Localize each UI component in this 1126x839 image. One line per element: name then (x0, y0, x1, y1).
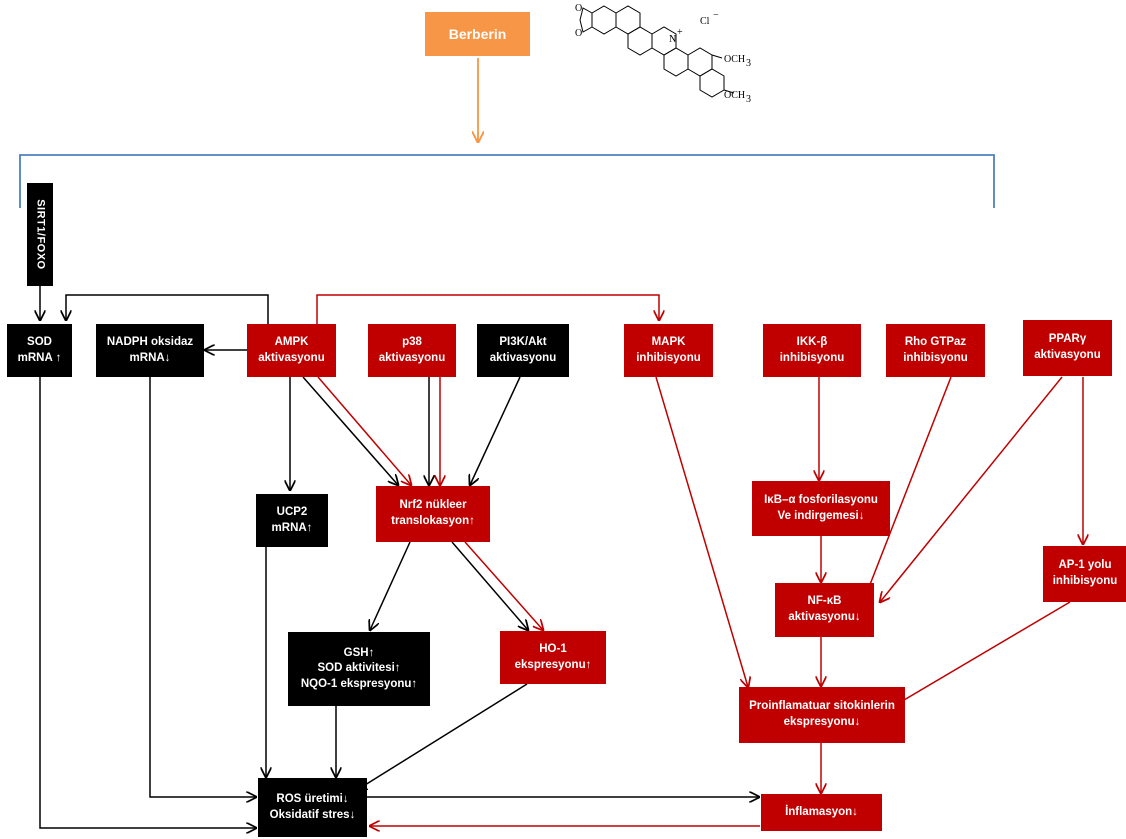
sod-mrna-node: SOD mRNA ↑ (7, 324, 72, 377)
ikk-beta-node: IKK-β inhibisyonu (763, 324, 861, 377)
arrow-ho1-to-ros (357, 683, 528, 790)
node-label-line: NADPH oksidaz (106, 335, 194, 348)
ucp2-node: UCP2 mRNA↑ (256, 494, 328, 547)
arrow-nrf2-to-ho1 (451, 541, 528, 630)
mapk-node: MAPK inhibisyonu (624, 324, 713, 377)
node-label-line: UCP2 (276, 505, 308, 518)
node-label-line: IKK-β (796, 335, 828, 348)
nadph-oksidaz-node: NADPH oksidaz mRNA↓ (96, 324, 204, 377)
ikb-alpha-node: IκB–α fosforilasyonu Ve indirgemesi↓ (752, 481, 890, 536)
ros-node: ROS üretimi↓ Oksidatif stres↓ (258, 778, 367, 837)
ap1-node: AP-1 yolu inhibisyonu (1043, 546, 1126, 602)
effect-bracket (19, 154, 995, 208)
node-label-line: inhibisyonu (779, 351, 845, 364)
berberine-labels: O O N + Cl − OCH 3 OCH 3 (575, 3, 751, 105)
node-label-line: ekspresyonu↑ (514, 658, 592, 671)
node-label-line: inhibisyonu (1052, 575, 1118, 587)
arrow-rho-to-nfkb (862, 376, 952, 605)
arrow-sod-to-ros-bottom (39, 377, 256, 828)
node-label-line: SOD (27, 335, 52, 348)
arrow-pi3k-to-nrf2 (470, 376, 521, 485)
arrow-ap1-to-proinflamatuar (887, 601, 1071, 710)
sirt1-foxo-node: SIRT1/FOXO (27, 183, 53, 286)
ampk-node: AMPK aktivasyonu (247, 324, 336, 377)
rho-gtpaz-node: Rho GTPaz inhibisyonu (886, 324, 985, 377)
node-label-line: NF-κB (807, 595, 842, 608)
node-label-line: mRNA↓ (129, 351, 171, 364)
node-label-line: p38 (402, 335, 422, 348)
node-label-line: aktivasyonu↓ (788, 611, 861, 623)
node-label-line: MAPK (651, 335, 686, 348)
p38-node: p38 aktivasyonu (368, 324, 456, 377)
node-label-line: PPARγ (1048, 333, 1087, 346)
node-label-line: aktivasyonu (258, 351, 325, 364)
nrf2-node: Nrf2 nükleer translokasyon↑ (376, 486, 490, 542)
berberine-structure (579, 5, 735, 98)
node-label-line: AMPK (274, 335, 309, 348)
node-label-line: mRNA ↑ (17, 351, 62, 364)
svg-text:−: − (713, 10, 719, 21)
node-label-line: Berberin (448, 25, 507, 42)
arrow-ampk-to-sod (66, 294, 269, 324)
node-label-line: PI3K/Akt (499, 335, 547, 348)
node-label-line: Rho GTPaz (904, 335, 967, 348)
svg-text:+: + (677, 27, 683, 38)
node-label-line: Oksidatif stres↓ (269, 808, 356, 821)
node-label-line: GSH↑ (343, 646, 375, 659)
node-label-line: HO-1 (539, 642, 567, 655)
pi3k-akt-node: PI3K/Akt aktivasyonu (477, 324, 569, 377)
node-label-line: AP-1 yolu (1058, 559, 1112, 572)
arrow-ampk-to-nrf2-red (317, 376, 411, 485)
gsh-node: GSH↑ SOD aktivitesi↑ NQO-1 ekspresyonu↑ (288, 632, 430, 706)
node-label-line: mRNA↑ (271, 521, 313, 534)
svg-text:Cl: Cl (700, 16, 710, 27)
node-label-line: ekspresyonu↓ (783, 716, 861, 728)
arrow-ampk-to-nrf2 (302, 376, 398, 485)
node-label-line: aktivasyonu (378, 351, 446, 364)
proinflamatuar-node: Proinflamatuar sitokinlerin ekspresyonu↓ (739, 687, 905, 743)
node-label-line: SOD aktivitesi↑ (317, 662, 401, 675)
node-label-line: SIRT1/FOXO (34, 199, 47, 270)
node-label-line: aktivasyonu (1034, 349, 1101, 361)
node-label-line: inhibisyonu (636, 351, 701, 364)
arrow-nrf2-to-gsh (370, 541, 411, 630)
node-label-line: aktivasyonu (489, 351, 557, 364)
ppar-gamma-node: PPARγ aktivasyonu (1023, 320, 1112, 376)
node-label-line: Ve indirgemesi↓ (777, 509, 865, 522)
svg-text:OCH: OCH (724, 90, 745, 101)
ho1-node: HO-1 ekspresyonu↑ (500, 631, 606, 684)
node-label-line: NQO-1 ekspresyonu↑ (300, 677, 418, 690)
node-label-line: translokasyon↑ (391, 515, 475, 527)
svg-text:3: 3 (746, 94, 751, 105)
svg-text:O: O (575, 28, 582, 39)
svg-text:N: N (669, 34, 676, 45)
svg-text:3: 3 (746, 58, 751, 69)
node-label-line: ROS üretimi↓ (276, 792, 349, 805)
node-label-line: Nrf2 nükleer (399, 499, 467, 512)
inflamasyon-node: İnflamasyon↓ (761, 794, 882, 831)
arrow-nrf2-to-ho1-red (464, 541, 543, 630)
berberin-node: Berberin (425, 12, 530, 56)
node-label-line: IκB–α fosforilasyonu (764, 493, 878, 506)
node-label-line: inhibisyonu (903, 351, 968, 364)
svg-text:OCH: OCH (724, 54, 745, 65)
nf-kb-node: NF-κB aktivasyonu↓ (775, 583, 874, 637)
node-label-line: İnflamasyon↓ (785, 805, 858, 818)
node-label-line: Proinflamatuar sitokinlerin (749, 700, 895, 713)
arrow-nadph-to-ros (149, 377, 256, 797)
arrow-ampk-to-mapk (316, 294, 659, 324)
arrow-mapk-to-proinflamatuar (655, 376, 748, 687)
svg-text:O: O (575, 3, 582, 14)
arrow-ppar-to-nfkb (880, 376, 1063, 602)
